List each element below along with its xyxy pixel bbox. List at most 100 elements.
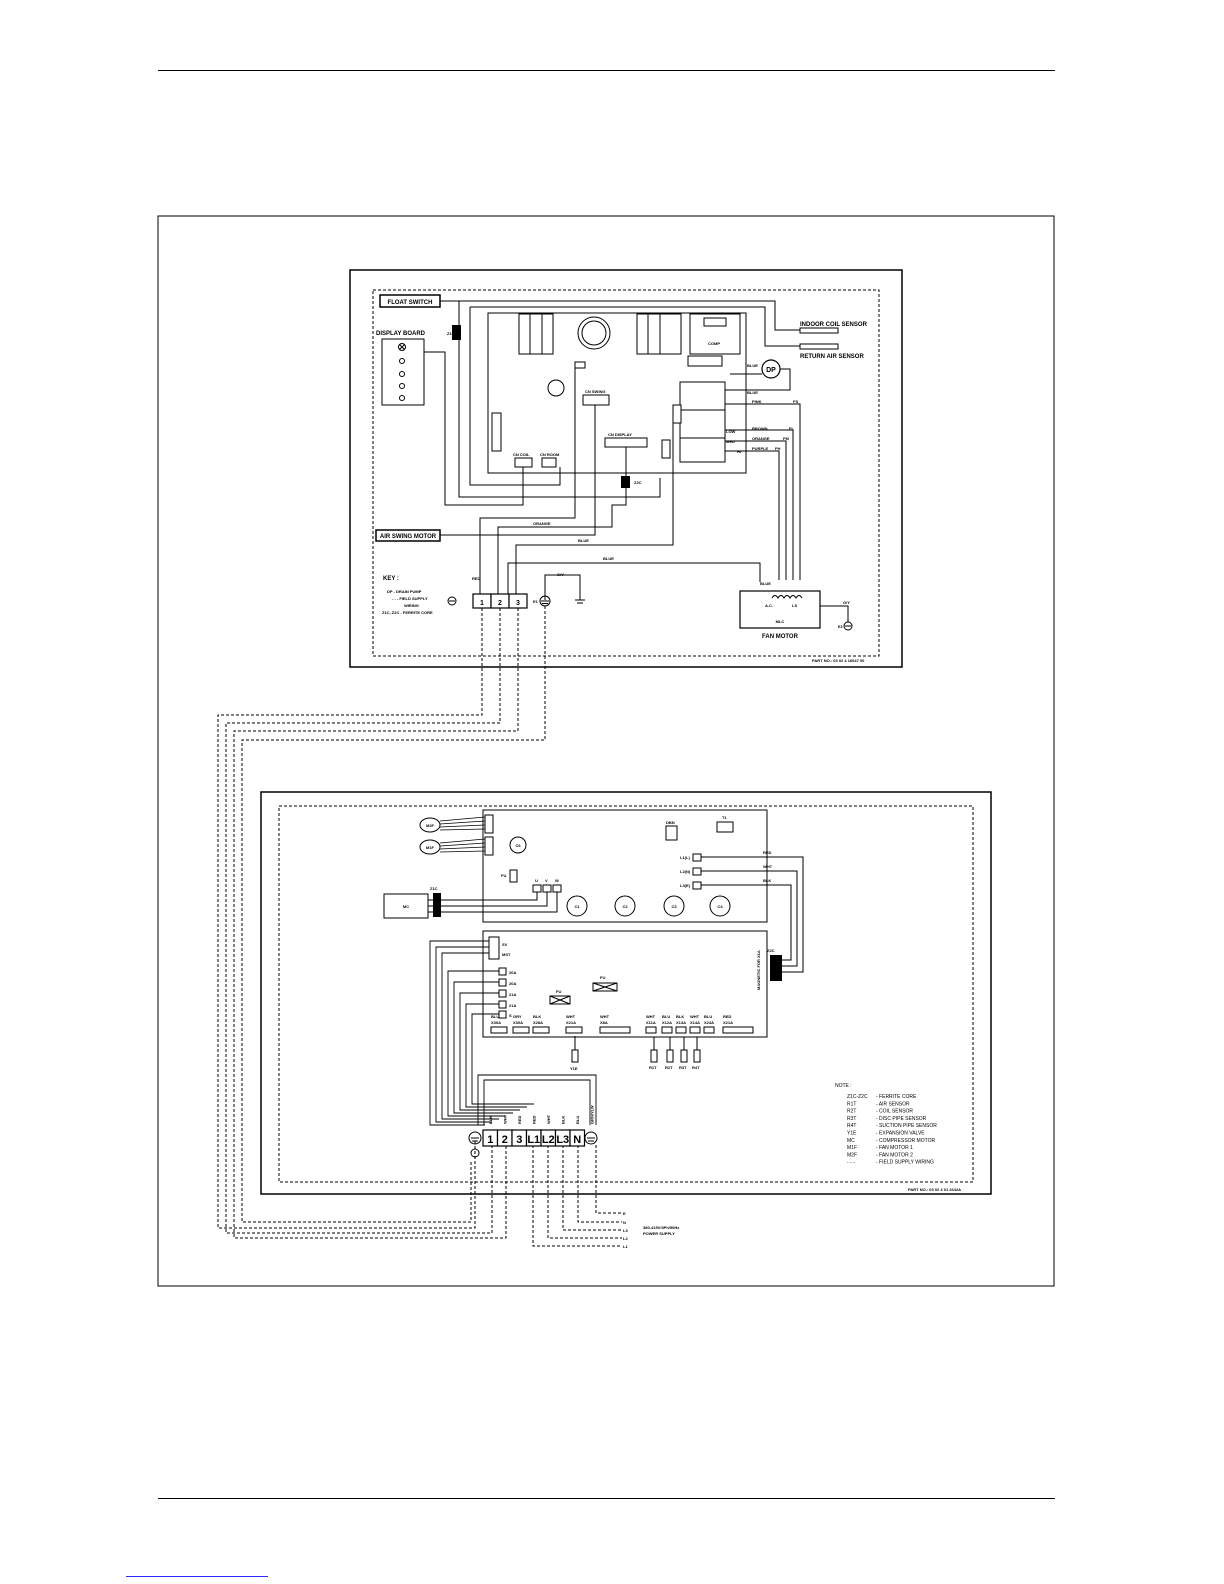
thermistor-label: R3T bbox=[679, 1065, 687, 1070]
relay-label-4: 21A bbox=[509, 1003, 516, 1008]
relay-label-3: 21A bbox=[509, 992, 516, 997]
fu-mid-label: FU bbox=[600, 975, 605, 980]
indoor-unit-diagram: FLOAT SWITCH DISPLAY BOARD Z1C COMP bbox=[349, 269, 903, 668]
l3-label: L3(E) bbox=[680, 883, 691, 888]
supply-l1: L1 bbox=[623, 1244, 628, 1249]
board-connector bbox=[675, 1026, 687, 1034]
supply-l2: L2 bbox=[623, 1236, 628, 1241]
note-value: - FERRITE CORE bbox=[876, 1094, 917, 1100]
c4-label: C4 bbox=[717, 904, 723, 909]
dp-wire-label: BLUE bbox=[747, 363, 758, 368]
relay-terminals: 20A 20A 21A 21A S bbox=[498, 967, 516, 1019]
y1e-valve bbox=[571, 1049, 579, 1063]
board-connector bbox=[661, 1026, 673, 1034]
board-connector bbox=[532, 1026, 550, 1034]
board-connector-id: X21A bbox=[566, 1020, 576, 1025]
purple-wire-label: PURPLE bbox=[752, 446, 769, 451]
terminal-wire-color: BLK bbox=[561, 1116, 566, 1124]
thermistor-label: R4T bbox=[692, 1065, 700, 1070]
indoor-panel bbox=[349, 269, 903, 668]
thermistor bbox=[650, 1049, 658, 1063]
terminal-wire-color: BLK bbox=[488, 1116, 493, 1124]
outdoor-terminal: 3 bbox=[516, 1134, 522, 1146]
figure-frame bbox=[157, 215, 1055, 1287]
pink-wire-label: PINK bbox=[752, 399, 762, 404]
key-line-2: - - - FIELD SUPPLY bbox=[392, 596, 428, 601]
indoor-earth-label: E1 bbox=[533, 599, 539, 604]
board-connector-id: X11A bbox=[646, 1020, 656, 1025]
mc-label: MC bbox=[403, 904, 409, 909]
dbn-bridge bbox=[665, 825, 678, 841]
note-key: R3T bbox=[847, 1116, 856, 1122]
outdoor-terminal: N bbox=[573, 1134, 581, 1146]
fan-connector bbox=[661, 439, 671, 459]
coil-connector bbox=[514, 457, 533, 468]
z2c-label: Z2C bbox=[634, 480, 642, 485]
terminal-wire-color: WHT bbox=[546, 1114, 551, 1124]
board-connector bbox=[689, 1026, 701, 1034]
c2-capacitor bbox=[614, 895, 636, 917]
relay-label-2: 20A bbox=[509, 981, 516, 986]
fan-earth-icon bbox=[843, 621, 853, 631]
inverter-board bbox=[482, 809, 768, 923]
board-connector-color: BLU bbox=[662, 1014, 670, 1019]
t1-label: T1 bbox=[722, 815, 727, 820]
key-earth-icon bbox=[447, 596, 457, 606]
note-key: R2T bbox=[847, 1109, 856, 1115]
c2-label: C2 bbox=[622, 904, 628, 909]
fan-terminal-ac: A.C. bbox=[765, 603, 773, 608]
key-line-3: WIRING bbox=[404, 603, 419, 608]
board-connector bbox=[722, 1026, 754, 1034]
m1f-label: M1F bbox=[426, 845, 435, 850]
outdoor-earth-left-icon-2 bbox=[470, 1148, 480, 1158]
outdoor-terminal: 1 bbox=[487, 1134, 493, 1146]
display-board-label: DISPLAY BOARD bbox=[376, 331, 426, 337]
note-value: - FAN MOTOR 2 bbox=[876, 1152, 913, 1158]
terminal-wire-color: RED bbox=[517, 1115, 522, 1124]
swing-connector-label: CN SWING bbox=[585, 389, 605, 394]
drain-pump-label: DP bbox=[766, 367, 776, 374]
top-rule bbox=[158, 70, 1055, 71]
note-value: - FIELD SUPPLY WIRING bbox=[876, 1160, 934, 1166]
board-connector-id: X28A bbox=[533, 1020, 543, 1025]
terminal-wire-color: RED bbox=[532, 1115, 537, 1124]
display-board bbox=[381, 338, 425, 406]
board-connector-color: WHT bbox=[566, 1014, 576, 1019]
thermistor bbox=[693, 1049, 701, 1063]
outdoor-terminal: 2 bbox=[502, 1134, 508, 1146]
z1c-outdoor-label: Z1C bbox=[430, 886, 438, 891]
footer-link-underline[interactable] bbox=[126, 1576, 268, 1577]
wht-wire-label-out: WHT bbox=[763, 864, 773, 869]
m2f-motor bbox=[419, 817, 441, 833]
main-control-board bbox=[482, 930, 768, 1038]
indoor-terminal-block: 1 2 3 bbox=[472, 593, 528, 609]
note-key: M2F bbox=[847, 1152, 857, 1158]
note-key: R4T bbox=[847, 1123, 856, 1129]
note-key: R1T bbox=[847, 1101, 856, 1107]
board-connector bbox=[490, 1026, 508, 1034]
terminal-wire-color: WHT bbox=[503, 1114, 508, 1124]
indoor-terminal-2: 2 bbox=[498, 600, 502, 607]
blue-wire-label-2: BLUE bbox=[603, 556, 614, 561]
outdoor-part-no: PART NO.: 03 02 4 01 2642A bbox=[908, 1187, 961, 1192]
thermistor-label: R1T bbox=[649, 1065, 657, 1070]
indoor-terminal-1: 1 bbox=[480, 600, 484, 607]
board-connector-color: GRY bbox=[513, 1014, 522, 1019]
board-connector bbox=[599, 1026, 631, 1034]
c1-capacitor bbox=[566, 895, 588, 917]
low-label: LOW bbox=[726, 429, 736, 434]
z2c-outdoor-label: Z2C bbox=[767, 948, 775, 953]
indoor-coil-sensor bbox=[799, 327, 839, 334]
board-connector-id: X24A bbox=[704, 1020, 714, 1025]
board-connector-id: X21A bbox=[723, 1020, 733, 1025]
board-connector-id: X14A bbox=[690, 1020, 700, 1025]
key-line-4: Z1C, Z2C - FERRITE CORE bbox=[382, 610, 433, 615]
fs-label: FS bbox=[793, 399, 798, 404]
l2-label: L2(N) bbox=[680, 869, 691, 874]
thermistor bbox=[680, 1049, 688, 1063]
field-supply-wiring bbox=[217, 606, 622, 1247]
board-connector bbox=[512, 1026, 530, 1034]
board-connector-id: X13A bbox=[676, 1020, 686, 1025]
